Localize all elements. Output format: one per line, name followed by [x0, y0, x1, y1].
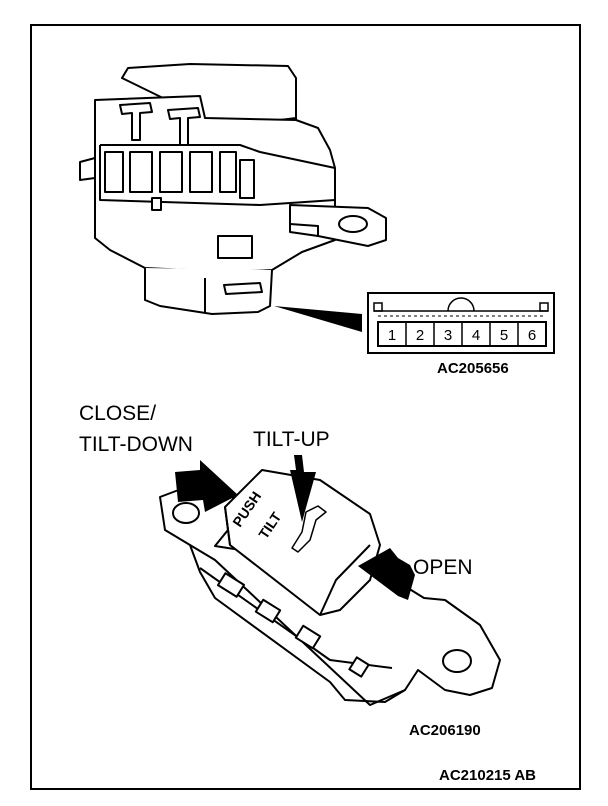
connector-pin-diagram: 1 2 3 4 5 6	[367, 292, 555, 354]
pin-6: 6	[528, 327, 536, 344]
figure-code: AC210215 AB	[439, 767, 536, 784]
pin-5: 5	[500, 327, 508, 344]
close-label-line1: CLOSE/	[79, 402, 156, 425]
pin-3: 3	[444, 327, 452, 344]
pin-2: 2	[416, 327, 424, 344]
switch-bracket-bottom-view	[159, 469, 501, 706]
tilt-up-label: TILT-UP	[253, 428, 330, 451]
open-label: OPEN	[413, 556, 473, 579]
connector-pointer	[274, 306, 362, 332]
bottom-view-code: AC206190	[409, 722, 481, 739]
pin-4: 4	[472, 327, 480, 344]
top-view-code: AC205656	[437, 360, 509, 377]
open-arrow	[358, 548, 415, 600]
figure-border	[30, 24, 581, 790]
close-tilt-down-arrow	[175, 460, 238, 512]
tilt-up-arrow	[290, 455, 316, 522]
switch-housing-top-view	[79, 63, 387, 315]
pin-1: 1	[388, 327, 396, 344]
close-label-line2: TILT-DOWN	[79, 433, 193, 456]
